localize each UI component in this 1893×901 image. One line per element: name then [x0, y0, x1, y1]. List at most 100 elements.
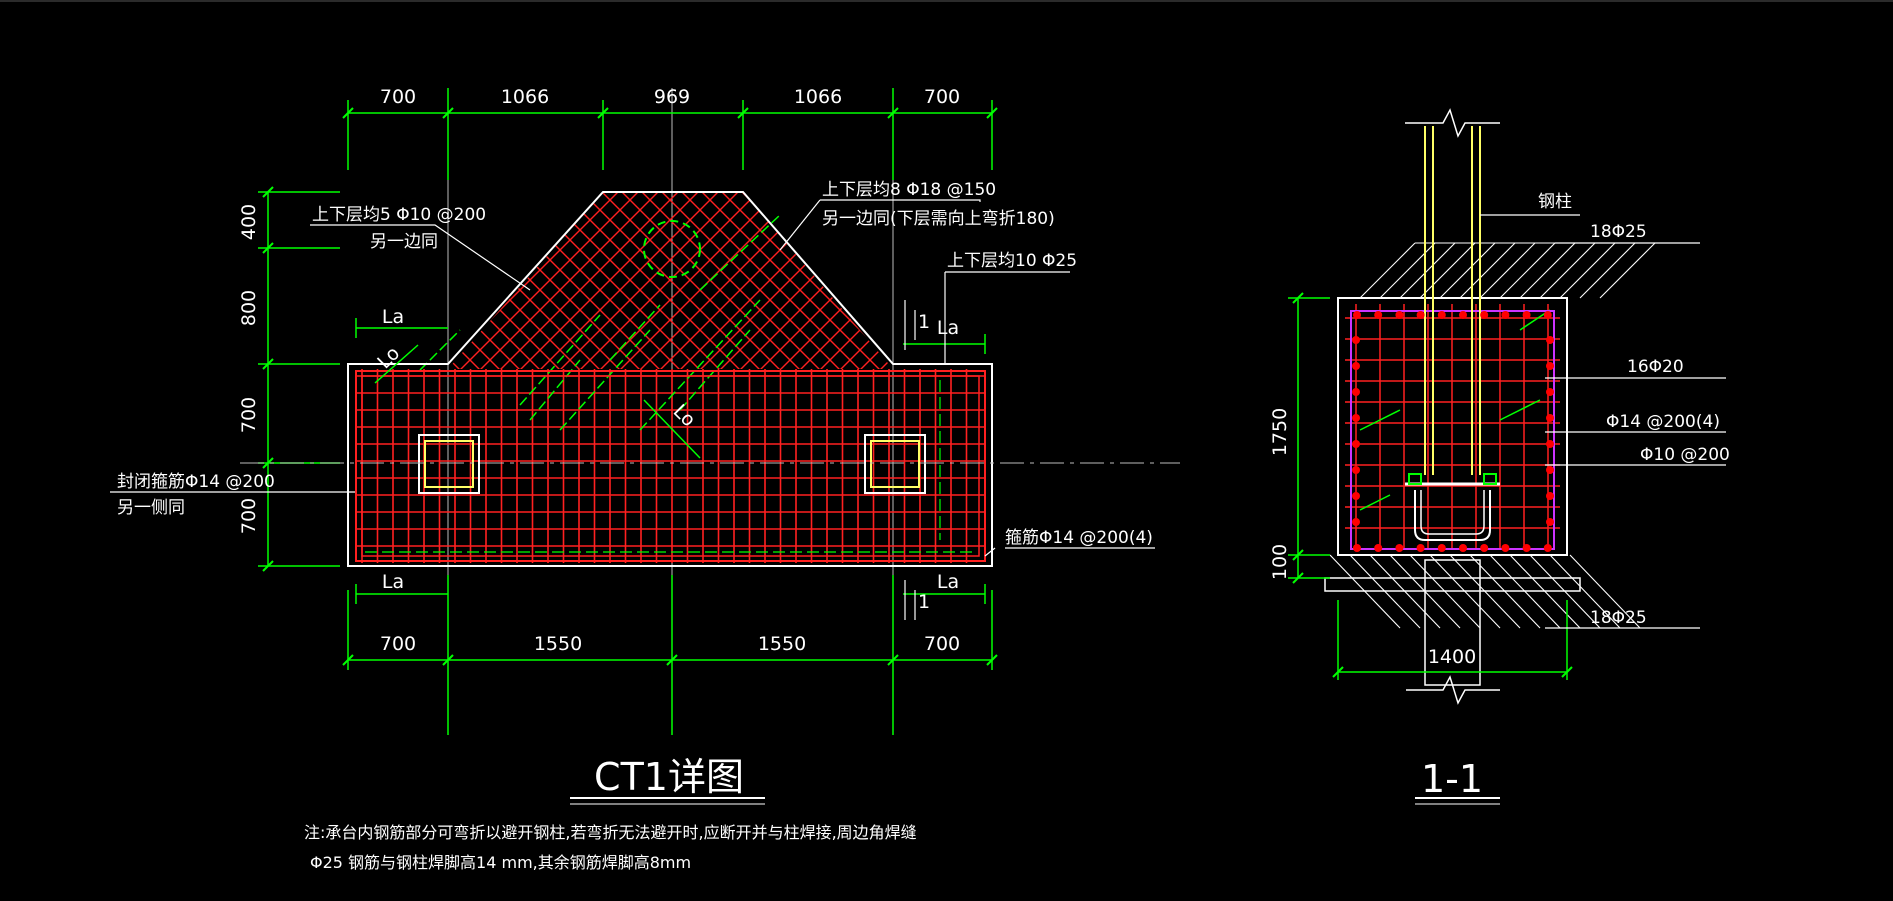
section-green-tie [1359, 494, 1391, 511]
rebar-dot-right [1546, 336, 1554, 344]
dimension-tick [986, 107, 998, 119]
dimension-tick [342, 654, 354, 666]
pile-cap-inner-border-2 [361, 375, 980, 557]
bottom-dim-1: 700 [380, 633, 416, 655]
rebar-dot-left [1352, 414, 1360, 422]
section-pile-break [1406, 675, 1500, 705]
section-leader-lines [1480, 214, 1726, 629]
rebar-dot-bottom [1353, 544, 1361, 552]
plan-diagonal-bar [519, 314, 601, 406]
window-top-edge [0, 0, 1893, 2]
pile-cap-inner-border [355, 370, 986, 562]
dimension-tick [262, 186, 274, 198]
dimension-tick [666, 654, 678, 666]
top-dim-2: 1066 [501, 86, 549, 108]
callout-top-mid-2: 另一边同(下层需向上弯折180) [822, 209, 1055, 229]
hatch-line-top [1499, 242, 1556, 299]
hatch-line-top [1539, 242, 1596, 299]
plan-rebar-body [356, 369, 985, 563]
section-anchor-u-bar-inner [1420, 490, 1485, 535]
hatch-line-top [1419, 242, 1476, 299]
section-bolt-left [1408, 473, 1422, 485]
drawing-note: 注:承台内钢筋部分可弯折以避开钢柱,若弯折无法避开时,应断开并与柱焊接,周边角焊… [304, 823, 917, 872]
rebar-diagonal-b [699, 192, 893, 369]
dimension-tick [737, 107, 749, 119]
section-dim-1750: 1750 [1269, 408, 1291, 456]
hatch-line-bottom [1569, 554, 1641, 629]
section-column-break [1405, 108, 1500, 138]
hatch-line-top [1479, 242, 1536, 299]
bottom-dim-3: 1550 [758, 633, 806, 655]
section-1-1-view: 钢柱 18Φ25 16Φ20 Φ14 @200(4) Φ10 @200 18Φ2… [1269, 108, 1730, 805]
rebar-dot-top [1543, 311, 1552, 319]
rebar-dot-top [1459, 311, 1467, 319]
callout-bottom-right: 箍筋Φ14 @200(4) [1005, 528, 1153, 548]
steel-column-right [864, 434, 926, 494]
plan-diagonal-bar [559, 329, 651, 431]
rebar-dot-bottom [1459, 544, 1467, 552]
plan-diagonal-bars [365, 214, 975, 553]
rebar-dot-right [1546, 492, 1554, 500]
rebar-diagonal-b [0, 170, 160, 470]
rebar-diagonal-b [40, 170, 340, 470]
section-mark-bottom: 1 [918, 591, 930, 613]
section-anchor-u-bar [1414, 490, 1491, 541]
dimension-tick [1292, 572, 1304, 584]
bottom-dim-2: 1550 [534, 633, 582, 655]
hatch-line-top [1439, 242, 1496, 299]
rebar-dot-right [1546, 466, 1554, 474]
rebar-dot-right [1546, 388, 1554, 396]
hatch-line-top [1559, 242, 1616, 299]
rebar-diagonal-b [20, 170, 320, 470]
rebar-dot-top [1395, 311, 1404, 319]
rebar-diagonal-b [599, 192, 893, 369]
plan-leader-lines [110, 199, 1155, 620]
section-steel-column [1424, 126, 1481, 475]
section-dimension-lines [1288, 297, 1568, 680]
dimension-tick [262, 358, 274, 370]
rebar-dot-left [1352, 440, 1360, 448]
section-green-tie [1499, 399, 1541, 421]
dimension-tick [262, 560, 274, 572]
rebar-dot-bottom [1543, 544, 1552, 552]
section-bolt-right [1483, 473, 1497, 485]
pile-circle [643, 220, 701, 278]
section-mark-top: 1 [918, 311, 930, 333]
rebar-diagonal-a [0, 170, 240, 470]
rebar-diagonal-b [579, 192, 881, 369]
rebar-dot-bottom [1522, 544, 1531, 552]
section-inner-tie [1350, 310, 1555, 550]
lo-label-left: Lo [373, 342, 404, 373]
plan-view: 700 1066 969 1066 700 700 1550 1550 700 … [0, 86, 1180, 805]
rebar-dot-left [1352, 466, 1360, 474]
callout-left-side-1: 封闭箍筋Φ14 @200 [117, 472, 275, 492]
la-label-bottom-right: La [937, 571, 959, 593]
section-rebar-dots [1352, 311, 1554, 552]
rebar-diagonal-a [0, 170, 200, 470]
section-label-stirrup: Φ14 @200(4) [1606, 412, 1720, 432]
hatch-line-top [1599, 242, 1656, 299]
rebar-dot-bottom [1416, 544, 1425, 552]
la-label-bottom-left: La [382, 571, 404, 593]
dimension-tick [1292, 549, 1304, 561]
rebar-diagonal-b [0, 170, 240, 470]
rebar-dot-left [1352, 362, 1360, 370]
rebar-dot-left [1352, 336, 1360, 344]
dimension-tick [262, 242, 274, 254]
dimension-tick [986, 654, 998, 666]
rebar-diagonal-b [639, 192, 893, 369]
rebar-dot-top [1374, 311, 1383, 319]
dimension-tick [1561, 666, 1573, 678]
rebar-diagonal-b [0, 170, 260, 470]
callout-top-mid-1: 上下层均8 Φ18 @150 [822, 180, 996, 200]
rebar-dot-right [1546, 440, 1554, 448]
rebar-dot-left [1352, 388, 1360, 396]
rebar-dot-bottom [1480, 544, 1489, 552]
bottom-dim-4: 700 [924, 633, 960, 655]
section-dim-100: 100 [1269, 544, 1291, 580]
left-dim-4: 700 [238, 498, 260, 534]
rebar-dot-right [1546, 518, 1554, 526]
rebar-dot-bottom [1437, 544, 1446, 552]
hatch-line-top [1359, 242, 1416, 299]
